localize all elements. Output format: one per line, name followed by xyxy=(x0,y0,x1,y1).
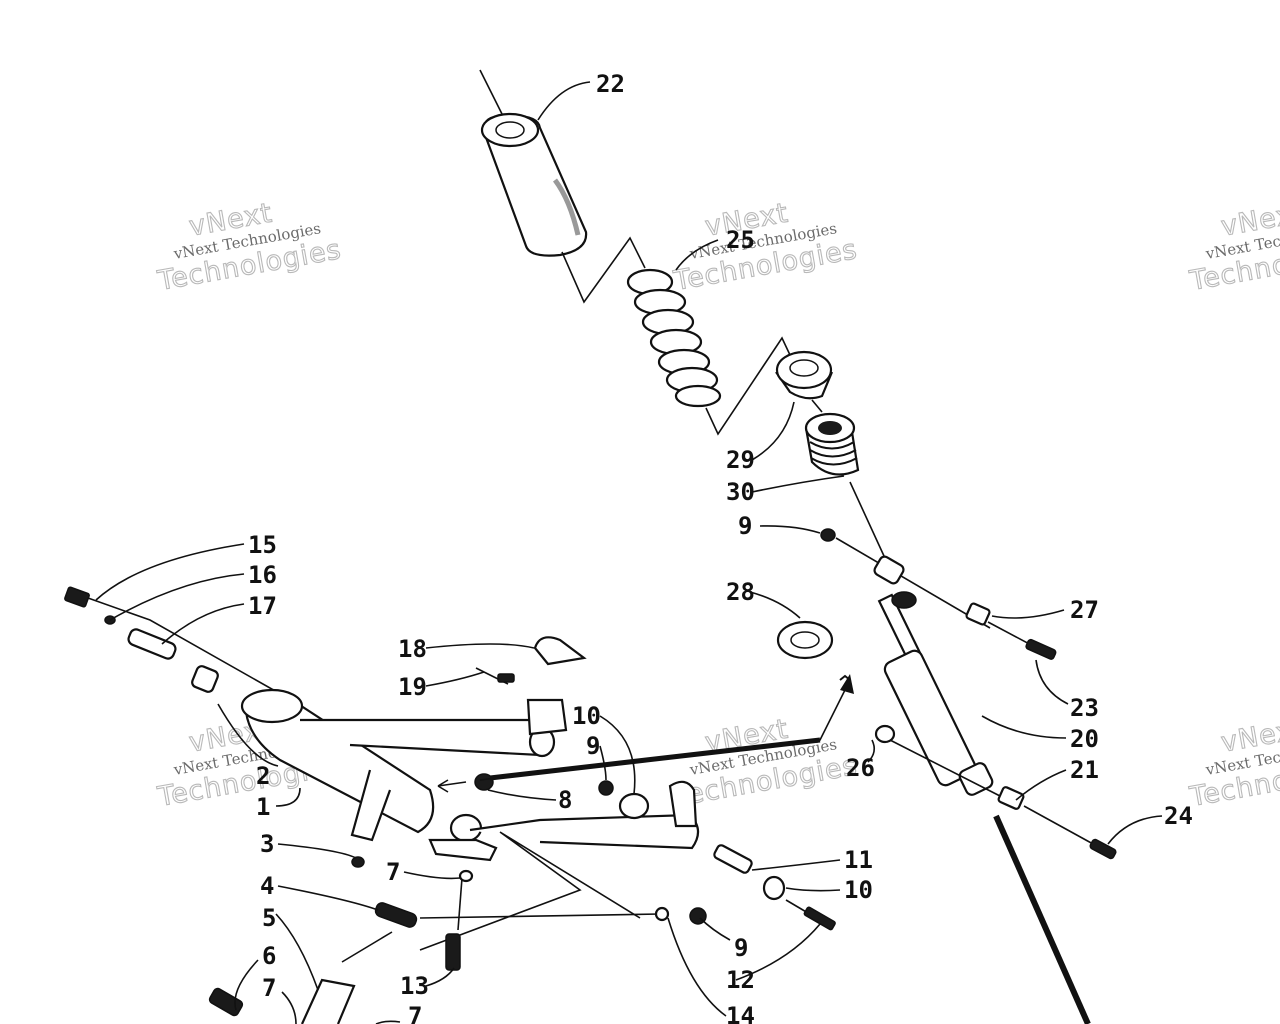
spring-retainer xyxy=(775,350,834,413)
callout-16: 16 xyxy=(248,561,277,589)
hardware-right xyxy=(776,602,1117,860)
adjuster-collar xyxy=(804,412,885,557)
leader-lines xyxy=(95,81,1163,1024)
callout-18: 18 xyxy=(398,635,427,663)
shock-absorber xyxy=(820,528,1091,1024)
shock-boot xyxy=(479,69,646,304)
a-arm-assembly xyxy=(64,586,854,1024)
callout-2: 2 xyxy=(256,762,270,790)
callout-7: 7 xyxy=(386,858,400,886)
callout-7c: 7 xyxy=(408,1002,422,1024)
callout-6: 6 xyxy=(262,942,276,970)
callout-27: 27 xyxy=(1070,596,1099,624)
callout-28: 28 xyxy=(726,578,755,606)
callout-5: 5 xyxy=(262,904,276,932)
callout-9: 9 xyxy=(738,512,752,540)
callout-23: 23 xyxy=(1070,694,1099,722)
callout-17: 17 xyxy=(248,592,277,620)
callout-19: 19 xyxy=(398,673,427,701)
callout-4: 4 xyxy=(260,872,274,900)
callout-22: 22 xyxy=(596,70,625,98)
callout-21: 21 xyxy=(1070,756,1099,784)
callout-10b: 10 xyxy=(844,876,873,904)
watermark-6: vNext vNext Technologies Technologies xyxy=(1186,713,1280,814)
callout-29: 29 xyxy=(726,446,755,474)
callout-8: 8 xyxy=(558,786,572,814)
callout-25: 25 xyxy=(726,226,755,254)
callout-3: 3 xyxy=(260,830,274,858)
callout-30: 30 xyxy=(726,478,755,506)
callout-13: 13 xyxy=(400,972,429,1000)
coil-spring xyxy=(626,268,791,436)
callout-12: 12 xyxy=(726,966,755,994)
callout-14: 14 xyxy=(726,1002,755,1024)
callout-9b: 9 xyxy=(586,732,600,760)
callout-7b: 7 xyxy=(262,974,276,1002)
callout-24: 24 xyxy=(1164,802,1193,830)
callout-15: 15 xyxy=(248,531,277,559)
callout-26: 26 xyxy=(846,754,875,782)
callout-20: 20 xyxy=(1070,725,1099,753)
callout-10: 10 xyxy=(572,702,601,730)
watermark-1: vNext vNext Technologies Technologies xyxy=(154,197,344,298)
callout-labels: 22 25 29 30 9 27 28 23 20 26 21 24 15 16… xyxy=(248,70,1193,1024)
watermark-3: vNext vNext Technologies Technologies xyxy=(1186,197,1280,298)
callout-1: 1 xyxy=(256,793,270,821)
watermark-2: vNext vNext Technologies Technologies xyxy=(670,197,860,298)
callout-9c: 9 xyxy=(734,934,748,962)
callout-11: 11 xyxy=(844,846,873,874)
